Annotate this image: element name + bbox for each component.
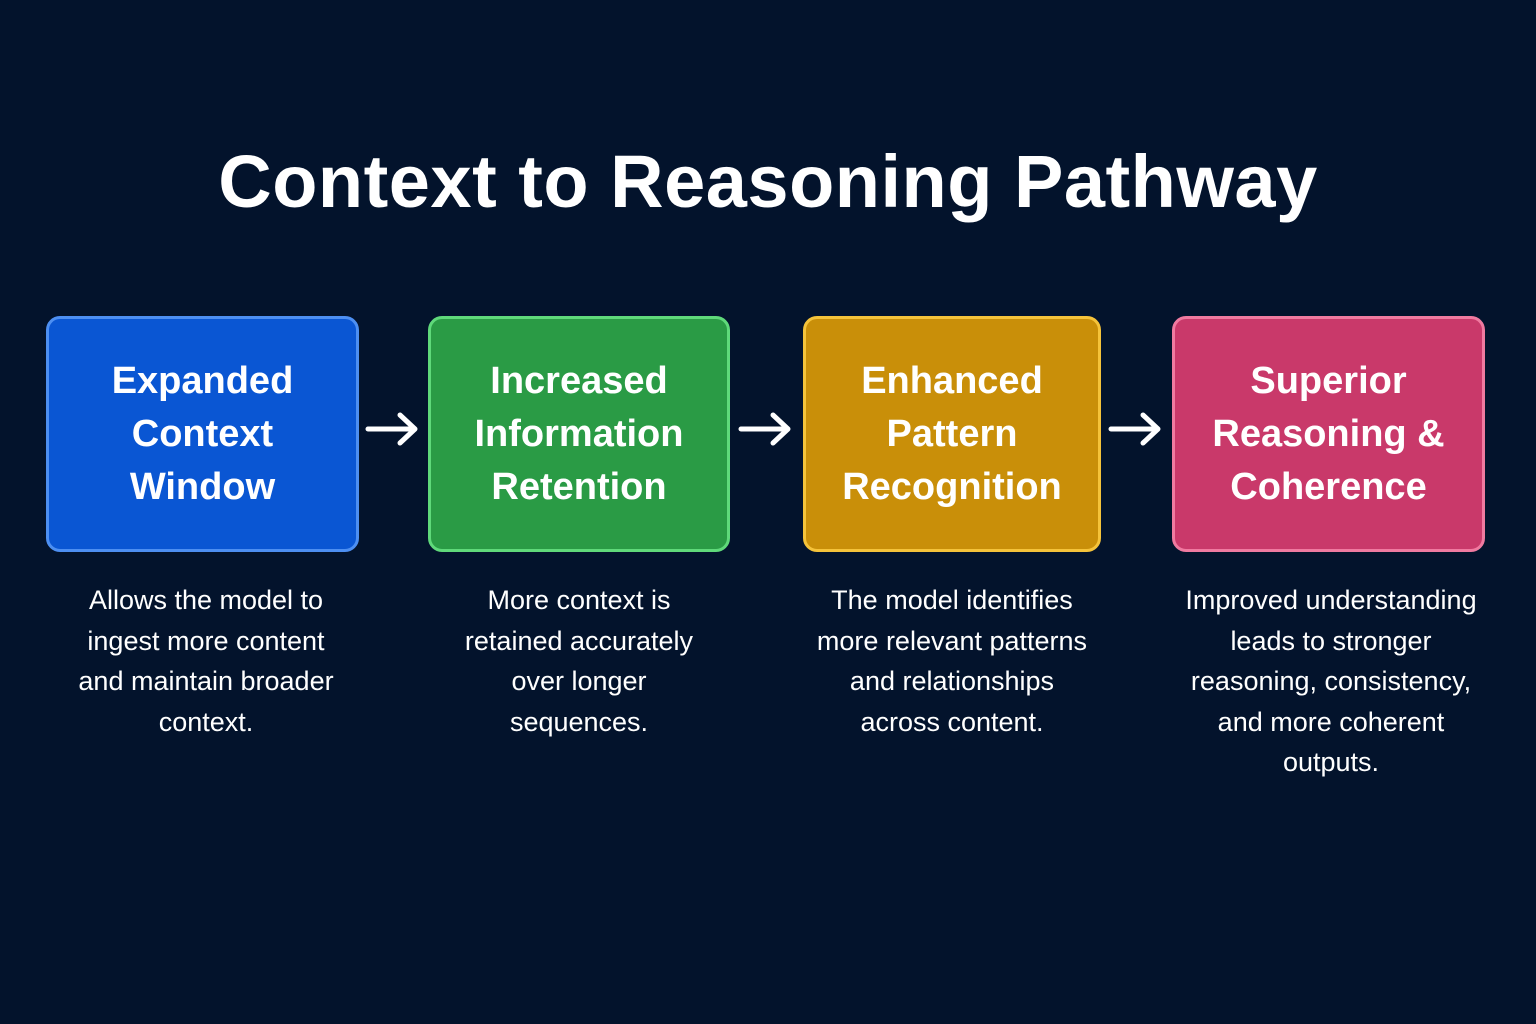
step-label-line: Coherence (1230, 465, 1427, 508)
description-line: leads to stronger (1230, 625, 1432, 656)
description-line: over longer (511, 666, 647, 696)
step-label-line: Increased (490, 359, 668, 402)
step-label-line: Expanded (111, 359, 294, 402)
step-label: Enhanced Pattern Recognition (828, 355, 1076, 514)
description-line: across content. (860, 706, 1044, 737)
description-line: Improved understanding (1185, 585, 1477, 615)
arrow-right-icon (364, 404, 424, 454)
step-box-superior-reasoning-coherence: Superior Reasoning & Coherence (1172, 316, 1485, 552)
page-title: Context to Reasoning Pathway (218, 140, 1318, 223)
step-label-line: Information (474, 412, 684, 455)
description-line: context. (158, 706, 254, 737)
step-label: Increased Information Retention (461, 355, 698, 514)
step-description: Allows the model to ingest more content … (36, 580, 376, 742)
step-label: Superior Reasoning & Coherence (1198, 355, 1458, 514)
step-description: The model identifies more relevant patte… (782, 580, 1122, 742)
step-label-line: Recognition (842, 465, 1062, 508)
step-label-line: Superior (1250, 359, 1407, 402)
arrow-right-icon (737, 404, 797, 454)
description-line: Allows the model to (88, 585, 324, 615)
description-line: More context is (487, 585, 671, 615)
step-label: Expanded Context Window (98, 355, 308, 514)
description-line: The model identifies (831, 585, 1073, 615)
description-line: ingest more content (87, 625, 325, 656)
description-line: retained accurately (464, 625, 694, 656)
step-box-expanded-context-window: Expanded Context Window (46, 316, 359, 552)
step-label-line: Pattern (886, 412, 1018, 455)
step-description: Improved understanding leads to stronger… (1158, 580, 1504, 783)
description-line: and maintain broader (78, 666, 334, 696)
step-label-line: Window (129, 465, 276, 508)
step-description: More context is retained accurately over… (409, 580, 749, 742)
step-label-line: Enhanced (861, 359, 1043, 402)
arrow-right-icon (1107, 404, 1167, 454)
step-box-increased-information-retention: Increased Information Retention (428, 316, 730, 552)
description-line: reasoning, consistency, (1190, 666, 1472, 696)
step-label-line: Context (131, 412, 274, 455)
description-line: and relationships (849, 666, 1055, 696)
description-line: outputs. (1282, 747, 1380, 777)
description-line: more relevant patterns (816, 625, 1088, 656)
description-line: sequences. (509, 706, 649, 737)
step-box-enhanced-pattern-recognition: Enhanced Pattern Recognition (803, 316, 1101, 552)
step-label-line: Retention (491, 465, 667, 508)
step-label-line: Reasoning & (1212, 412, 1445, 455)
description-line: and more coherent (1217, 706, 1445, 737)
